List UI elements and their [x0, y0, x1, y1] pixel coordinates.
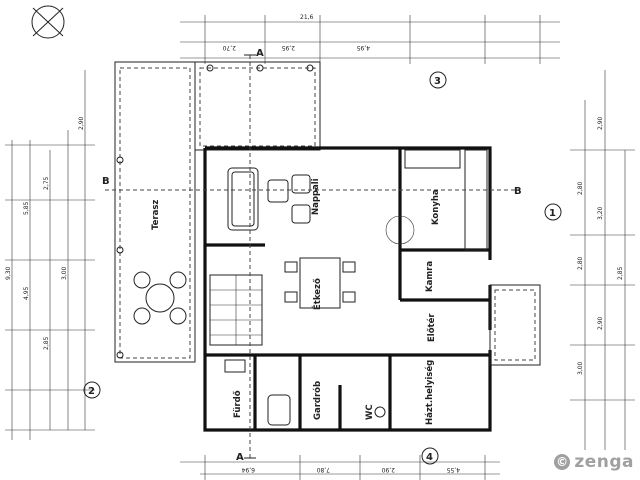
- room-label-konyha: Konyha: [431, 189, 441, 225]
- axis-label-2: 2: [88, 386, 95, 397]
- dim-bottom-d: 4,55: [446, 466, 460, 473]
- room-label-kamra: Kamra: [425, 261, 435, 292]
- watermark-text: zenga: [574, 452, 634, 472]
- dim-left-c: 2,75: [43, 176, 50, 190]
- axis-marker-3: [429, 71, 447, 89]
- dim-left-f: 2,90: [78, 116, 85, 130]
- section-marker-b-right: B: [514, 186, 522, 197]
- section-marker-b-left: B: [102, 176, 110, 187]
- room-label-haztartasi: Házt.helyiség: [424, 360, 435, 425]
- section-marker-a-top: A: [256, 48, 264, 59]
- axis-marker-4: [421, 447, 439, 465]
- dim-top-b: 2,95: [281, 44, 295, 51]
- watermark: © zenga: [554, 452, 634, 472]
- room-label-nappali: Nappali: [311, 178, 321, 215]
- round-table: [385, 215, 415, 245]
- axis-marker-2: [83, 381, 101, 399]
- dim-right-c: 2,80: [577, 181, 584, 195]
- dim-bottom-b: 7,80: [316, 466, 330, 473]
- axis-marker-1: [544, 203, 562, 221]
- dim-right-b: 3,20: [597, 206, 604, 220]
- compass-symbol: [31, 5, 65, 39]
- sofa: [227, 167, 259, 231]
- dim-right-g: 2,85: [617, 266, 624, 280]
- dim-left-b: 4,95: [23, 286, 30, 300]
- room-label-terasz: Terasz: [151, 200, 161, 230]
- kitchen-counter: [404, 149, 488, 251]
- room-label-eloter: Előtér: [426, 313, 437, 342]
- dining-table: [284, 257, 356, 309]
- dim-right-f: 3,00: [577, 361, 584, 375]
- top-dimension-lines: [180, 15, 560, 64]
- entry-porch: [489, 284, 541, 366]
- bathtub: [267, 394, 291, 426]
- dim-right-d: 2,80: [577, 256, 584, 270]
- sink: [224, 359, 246, 373]
- toilet: [374, 406, 386, 418]
- dim-left-total: 9,30: [5, 266, 12, 280]
- room-label-furdo: Fürdő: [233, 390, 243, 418]
- armchair-bottom: [291, 174, 311, 224]
- terrace-table: [133, 271, 187, 325]
- zenga-logo-icon: ©: [554, 454, 571, 470]
- armchair-top: [267, 179, 289, 203]
- dim-top-total: 21,6: [300, 14, 314, 21]
- left-dimension-lines: [5, 70, 95, 440]
- dim-right-e: 2,90: [597, 316, 604, 330]
- dim-left-e: 3,00: [61, 266, 68, 280]
- axis-label-4: 4: [426, 452, 433, 463]
- dim-bottom-a: 6,94: [241, 466, 255, 473]
- axis-label-3: 3: [434, 76, 441, 87]
- room-label-wc: WC: [365, 404, 375, 420]
- room-label-etkezo: Étkező: [311, 278, 323, 310]
- bottom-dimension-lines: [180, 455, 500, 480]
- axis-label-1: 1: [549, 208, 556, 219]
- dim-left-a: 5,85: [23, 201, 30, 215]
- right-dimension-lines: [570, 70, 635, 450]
- terrace: [114, 61, 321, 363]
- dim-top-a: 2,70: [222, 44, 236, 51]
- room-label-gardrob: Gardrób: [312, 381, 323, 420]
- dim-left-d: 2,85: [43, 336, 50, 350]
- section-line-a: [244, 54, 256, 460]
- section-marker-a-bottom: A: [236, 452, 244, 463]
- dim-bottom-c: 2,90: [381, 466, 395, 473]
- dim-top-c: 4,95: [356, 44, 370, 51]
- staircase: [209, 274, 263, 346]
- dim-right-a: 2,90: [597, 116, 604, 130]
